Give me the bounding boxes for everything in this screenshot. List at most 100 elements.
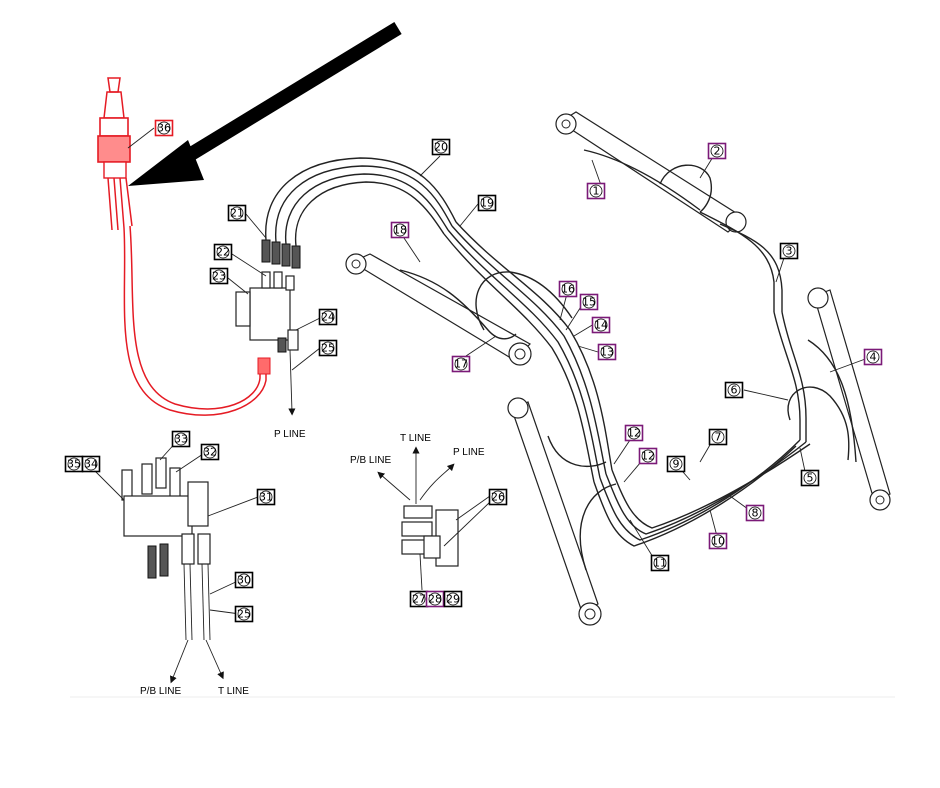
callout-24: 24 <box>318 308 338 326</box>
callout-ring <box>748 506 762 520</box>
callout-number: 34 <box>84 458 98 471</box>
callout-14: 14 <box>591 316 611 334</box>
callout-8: 8 <box>745 504 765 522</box>
callout-ring <box>600 345 614 359</box>
callout-12: 12 <box>638 447 658 465</box>
callout-ring <box>589 184 603 198</box>
callout-number: 4 <box>870 351 877 364</box>
callout-number: 21 <box>230 207 244 220</box>
callout-16: 16 <box>558 280 578 298</box>
callout-9: 9 <box>666 455 686 473</box>
callout-number: 25 <box>321 342 335 355</box>
callout-ring <box>428 592 442 606</box>
callout-ring <box>710 144 724 158</box>
callout-number: 18 <box>393 224 407 237</box>
callout-27: 27 <box>409 590 429 608</box>
control-valve-lower <box>121 457 224 684</box>
callout-ring <box>446 592 460 606</box>
callout-25: 25 <box>318 339 338 357</box>
callout-number: 36 <box>157 122 171 135</box>
callout-19: 19 <box>477 194 497 212</box>
callout-number: 9 <box>673 458 680 471</box>
callout-ring <box>321 310 335 324</box>
callout-ring <box>203 445 217 459</box>
callout-number: 17 <box>454 358 468 371</box>
callout-number: 2 <box>714 145 721 158</box>
callout-ring <box>782 244 796 258</box>
callout-ring <box>434 140 448 154</box>
callout-18: 18 <box>390 221 410 239</box>
callout-ring <box>480 196 494 210</box>
callout-number: 24 <box>321 311 335 324</box>
callout-number: 11 <box>653 557 667 570</box>
p-line-label-top: P LINE <box>274 429 306 440</box>
callout-ring <box>321 341 335 355</box>
callout-ring <box>803 471 817 485</box>
pointer-arrow <box>128 22 402 186</box>
callout-number: 28 <box>428 593 442 606</box>
callout-ring <box>727 383 741 397</box>
callout-number: 12 <box>627 427 641 440</box>
t-line-label-mid: T LINE <box>400 433 431 444</box>
callout-number: 19 <box>480 197 494 210</box>
callout-ring <box>641 449 655 463</box>
callout-4: 4 <box>863 348 883 366</box>
pb-line-label-mid: P/B LINE <box>350 455 391 466</box>
callout-ring <box>174 432 188 446</box>
callout-10: 10 <box>708 532 728 550</box>
callout-ring <box>627 426 641 440</box>
p-line-label-mid: P LINE <box>453 447 485 458</box>
callout-25: 25 <box>234 605 254 623</box>
hydraulic-cylinder-left-lower <box>507 397 617 626</box>
callout-22: 22 <box>213 243 233 261</box>
callout-ring <box>454 357 468 371</box>
callout-number: 27 <box>412 593 426 606</box>
callout-13: 13 <box>597 343 617 361</box>
callout-number: 1 <box>593 185 600 198</box>
callout-29: 29 <box>443 590 463 608</box>
callout-number: 12 <box>641 450 655 463</box>
callout-15: 15 <box>579 293 599 311</box>
callout-28: 28 <box>425 590 445 608</box>
callout-ring <box>866 350 880 364</box>
callout-ring <box>67 457 81 471</box>
hydraulic-cylinder-left-upper <box>345 253 573 366</box>
callout-number: 29 <box>446 593 460 606</box>
callout-ring <box>237 573 251 587</box>
callout-33: 33 <box>171 430 191 448</box>
callout-30: 30 <box>234 571 254 589</box>
callout-26: 26 <box>488 488 508 506</box>
callout-number: 15 <box>582 296 596 309</box>
callout-number: 20 <box>434 141 448 154</box>
hose-bundle-lower <box>593 439 811 547</box>
callout-ring <box>157 121 171 135</box>
pb-line-label-bottom: P/B LINE <box>140 686 181 697</box>
callout-number: 13 <box>600 346 614 359</box>
callout-ring <box>561 282 575 296</box>
callout-11: 11 <box>650 554 670 572</box>
callout-ring <box>491 490 505 504</box>
callout-ring <box>412 592 426 606</box>
callout-number: 30 <box>237 574 251 587</box>
callout-number: 33 <box>174 433 188 446</box>
callout-6: 6 <box>724 381 744 399</box>
hose-bundle-upper <box>265 157 613 483</box>
callout-ring <box>212 269 226 283</box>
callout-ring <box>711 534 725 548</box>
callout-number: 8 <box>752 507 759 520</box>
callout-5: 5 <box>800 469 820 487</box>
tee-fitting-assembly <box>377 446 459 591</box>
callout-3: 3 <box>779 242 799 260</box>
callout-number: 7 <box>715 431 722 444</box>
callout-number: 32 <box>203 446 217 459</box>
callout-2: 2 <box>707 142 727 160</box>
control-valve-upper <box>235 239 301 416</box>
callout-1: 1 <box>586 182 606 200</box>
callout-ring <box>393 223 407 237</box>
callout-34: 34 <box>81 455 101 473</box>
callout-36: 36 <box>154 119 174 137</box>
callout-layer: 3620192122232425181716151413213467589101… <box>64 119 883 623</box>
callout-number: 3 <box>786 245 793 258</box>
callout-12: 12 <box>624 424 644 442</box>
callout-number: 26 <box>491 491 505 504</box>
